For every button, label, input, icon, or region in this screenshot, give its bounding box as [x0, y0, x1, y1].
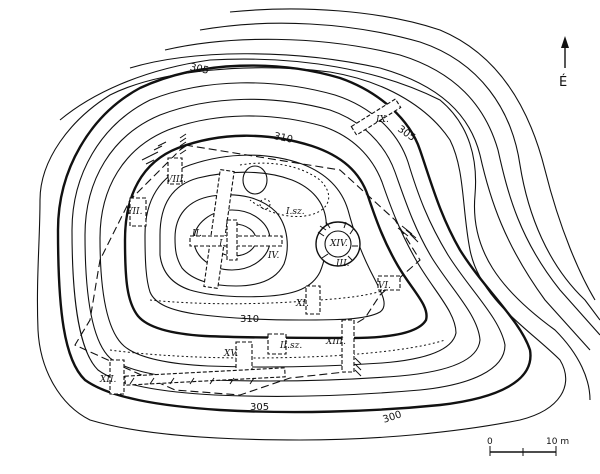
trench-vi [377, 275, 401, 291]
contour-label-305-right: 305 [395, 124, 417, 144]
label-trench-vii: VII. [126, 207, 143, 217]
hatch-xiv-ring [317, 221, 358, 261]
contour-label-310-top: 310 [273, 131, 294, 146]
contour-306 [71, 82, 506, 397]
contour-outer-5 [59, 58, 591, 401]
scale-bar: 0 10 m [487, 437, 569, 456]
dotted-contour-3 [109, 339, 446, 359]
trench-xiv-inner [324, 230, 352, 258]
contour-300 [36, 67, 567, 441]
trench-ix [350, 98, 402, 136]
hatch-xiii-wall [354, 357, 362, 377]
outer-contours [36, 8, 600, 441]
trench-long-vertical [203, 168, 235, 290]
trench-viii [167, 157, 183, 185]
label-trench-xv: XV. [223, 349, 238, 359]
contour-305 [56, 64, 532, 414]
contour-knoll [242, 165, 268, 195]
scale-bar-end-label: 10 m [546, 437, 569, 447]
label-trench-ii: II. [191, 229, 202, 239]
trench-ii-sz [267, 333, 287, 355]
trenches [109, 98, 402, 395]
hatch-right-wall [397, 225, 419, 243]
north-arrow: É [559, 36, 569, 90]
hatch-left-slope [141, 141, 167, 165]
trench-labels: I. II. IV. VI. VII. VIII. IX. XI. XII. X… [99, 115, 391, 385]
label-trench-ix: IX. [375, 115, 389, 125]
trench-xi [305, 285, 321, 315]
contour-label-305-bottom: 305 [250, 402, 269, 413]
contour-312 [159, 171, 328, 298]
label-trench-i-sz: I.sz. [285, 207, 305, 217]
label-trench-viii: VIII. [166, 175, 186, 185]
hatch-bottom-wall [129, 377, 255, 385]
label-trench-iii: III. [335, 259, 350, 269]
label-trench-xii: XII. [99, 375, 117, 385]
trench-bottom-long [124, 367, 286, 386]
label-trench-xiv: XIV. [329, 239, 348, 249]
label-trench-ii-sz: II.sz. [279, 341, 302, 351]
contour-outer-3 [164, 38, 600, 336]
hatched-walls [129, 133, 419, 385]
contour-outer-4 [129, 53, 591, 351]
scale-bar-start-label: 0 [487, 437, 493, 447]
trench-vii [129, 197, 147, 227]
contour-label-300-bottom: 300 [382, 409, 404, 425]
excavation-outline [74, 144, 421, 396]
trench-cross-v [226, 219, 238, 261]
north-arrow-head-icon [561, 36, 569, 48]
label-trench-vi: VI. [378, 281, 391, 291]
trench-xv [235, 341, 253, 373]
dotted-contour-1 [239, 162, 330, 218]
contour-label-310-bottom: 310 [240, 314, 259, 325]
trench-xii [109, 359, 125, 395]
hill-contours [56, 64, 532, 414]
label-trench-xi: XI. [295, 299, 309, 309]
hatch-top-left [179, 133, 187, 155]
trench-xiii [341, 319, 355, 373]
contour-308 [99, 115, 457, 368]
dotted-contour-2 [149, 289, 386, 305]
contour-307 [84, 98, 481, 382]
north-label: É [559, 74, 567, 90]
label-trench-iv: IV. [267, 251, 280, 261]
label-trench-xiii: XIII. [325, 337, 346, 347]
contour-label-305-top: 305 [189, 62, 210, 77]
label-trench-i: I. [218, 239, 226, 249]
contour-313 [174, 194, 288, 287]
contour-outer-2 [199, 22, 600, 321]
contour-310 [123, 134, 428, 340]
site-boundary-line [74, 144, 421, 396]
contour-outer-1 [229, 8, 596, 301]
trench-i-sz-marker [259, 198, 271, 210]
